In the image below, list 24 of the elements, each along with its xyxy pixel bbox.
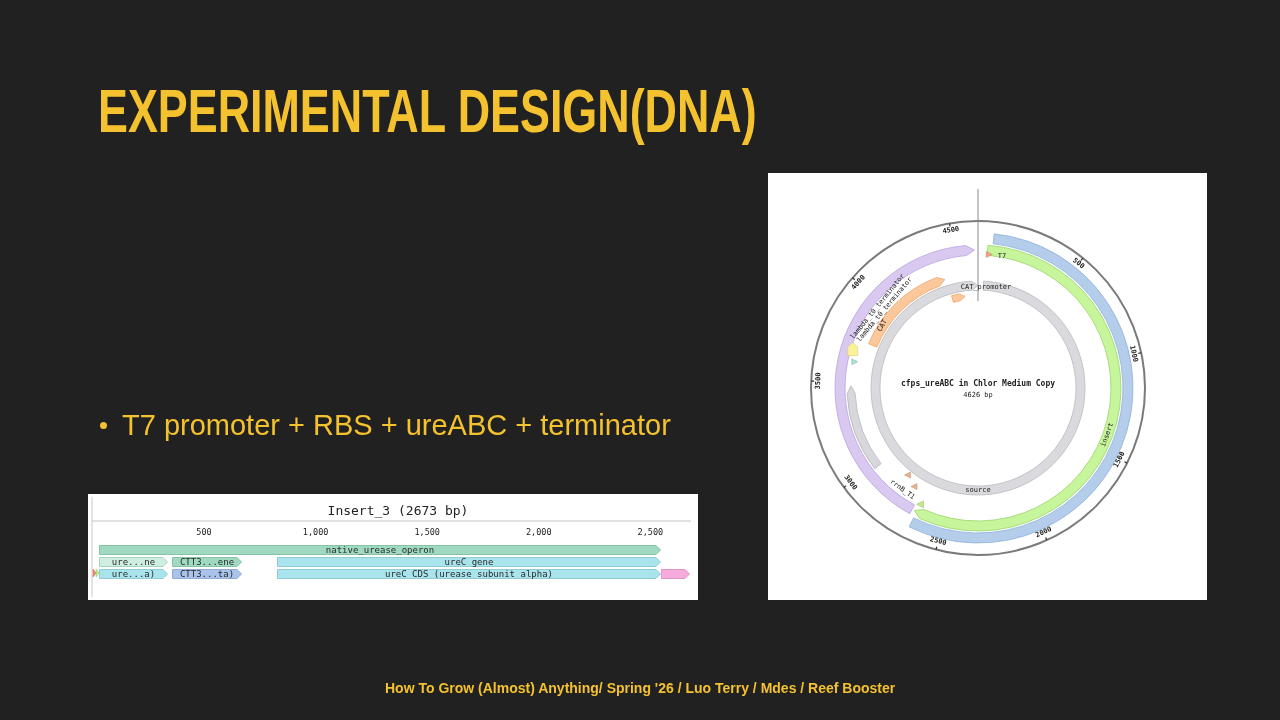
feature-label: native_urease_operon bbox=[324, 545, 436, 555]
sequence-feature bbox=[172, 557, 242, 567]
axis-tick-label: 2,500 bbox=[637, 528, 664, 538]
feature-label: ureC gene bbox=[443, 557, 495, 567]
axis-tick-label: 1,000 bbox=[302, 528, 329, 538]
sequence-feature bbox=[277, 569, 661, 579]
footer-text: How To Grow (Almost) Anything/ Spring '26 / Luo Terry / Mdes / Reef Booster bbox=[385, 679, 896, 697]
map-title: Insert_3 (2673 bp) bbox=[327, 503, 469, 519]
axis-tick-label: 1,500 bbox=[414, 528, 440, 538]
feature-label: CTT3...ene bbox=[178, 557, 236, 567]
plasmid-name: cfps_ureABC in Chlor Medium Copy bbox=[900, 379, 1056, 389]
sequence-feature bbox=[99, 557, 168, 567]
sequence-feature bbox=[99, 569, 168, 579]
sequence-feature bbox=[277, 557, 661, 567]
sequence-feature bbox=[661, 569, 690, 579]
feature-label: ure...a) bbox=[110, 569, 157, 579]
sequence-feature bbox=[99, 545, 661, 555]
feature-label: ure...ne bbox=[110, 557, 157, 567]
feature-label: CTT3...ta) bbox=[178, 569, 236, 579]
sequence-feature bbox=[172, 569, 242, 579]
feature-label: ureC CDS (urease subunit alpha) bbox=[384, 569, 554, 579]
axis-tick-label: 500 bbox=[196, 528, 212, 538]
axis-tick-label: 2,000 bbox=[526, 528, 552, 538]
bullet-text: T7 promoter + RBS + ureABC + terminator bbox=[122, 408, 671, 443]
